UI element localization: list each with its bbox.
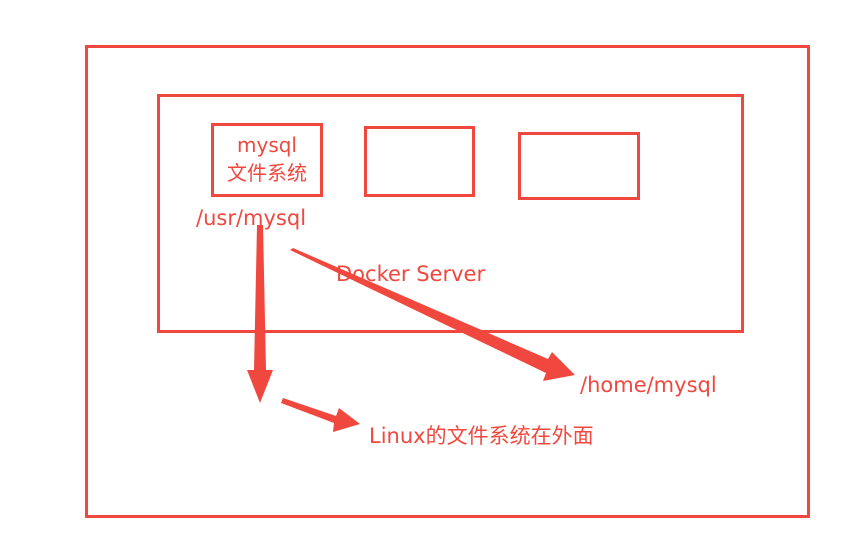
container-box-3 [518, 132, 640, 200]
mysql-container-name: mysql [237, 133, 297, 157]
host-path-label: /home/mysql [580, 373, 717, 397]
docker-server-frame [157, 94, 744, 333]
host-filesystem-note: Linux的文件系统在外面 [369, 424, 594, 448]
arrow-to-host-path [290, 248, 575, 381]
mysql-filesystem-label: 文件系统 [227, 161, 307, 185]
container-path-label: /usr/mysql [196, 206, 307, 230]
container-box-2 [364, 126, 475, 197]
mysql-container-box [211, 123, 323, 197]
arrow-to-host-note [281, 398, 360, 432]
arrow-down [247, 225, 273, 403]
linux-host-frame [85, 45, 810, 518]
